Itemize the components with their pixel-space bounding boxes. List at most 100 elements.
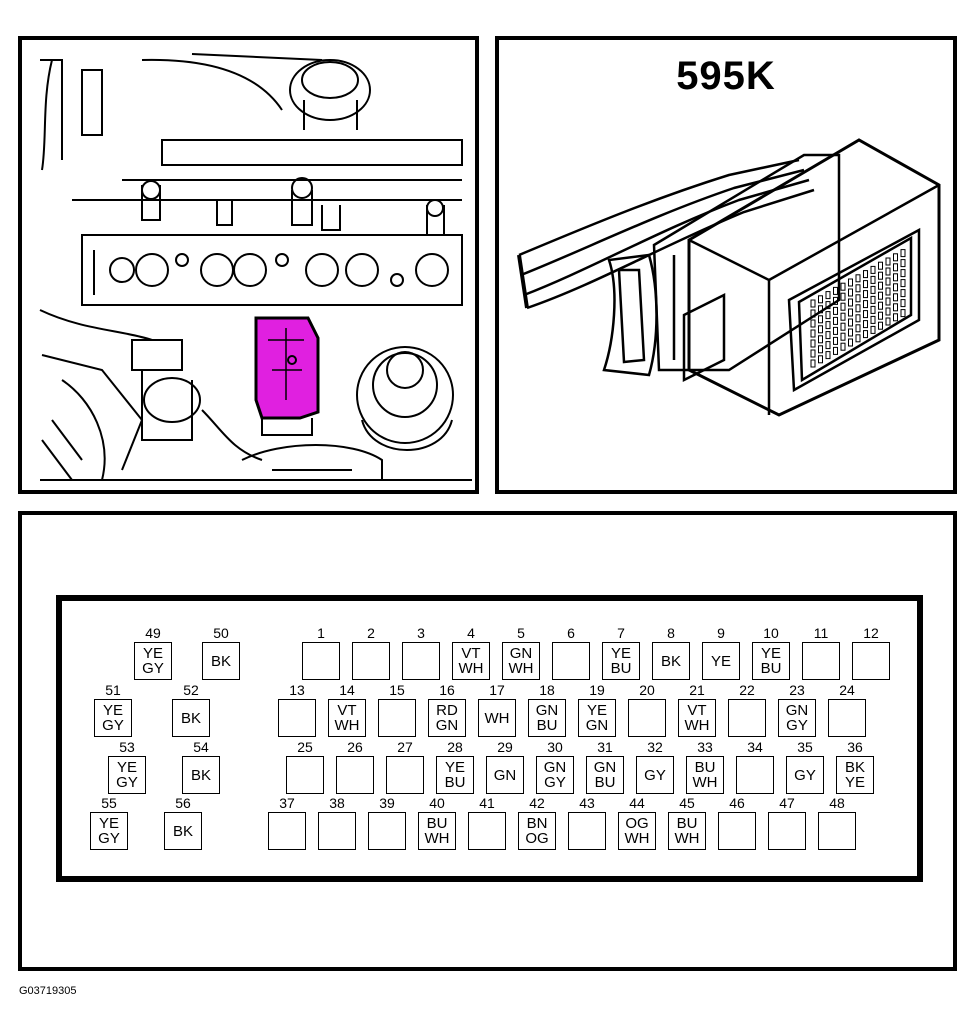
connector-illustration [517,138,941,417]
pin-cavity [268,812,306,850]
wire-color-code: YE [142,645,163,662]
pin-number: 45 [679,795,695,811]
connector-pin-slot [818,315,823,324]
engine-illustration [39,53,472,481]
pin-number: 52 [183,682,199,698]
connector-pin-slot [878,311,883,320]
pin-number: 42 [529,795,545,811]
connector-pin-slot [885,257,891,266]
pin-number: 47 [779,795,795,811]
connector-pin-slot [848,308,853,317]
wire-color-code: YE [710,652,731,670]
wire-color-code: WH [334,717,360,734]
pin-number: 27 [397,739,413,755]
connector-pin-slot [878,261,883,270]
connector-face-frame [56,595,923,882]
wire-color-code: YE [102,702,123,719]
wire-color-code: YE [586,702,607,719]
connector-pin-slot [840,302,846,311]
pin-number: 30 [547,739,563,755]
pin-cavity [352,642,390,680]
wire-color-code: BU [676,815,698,832]
pin-cavity [852,642,890,680]
pin-cavity: YE [702,642,740,680]
pin-number: 7 [617,625,625,641]
pin-cavity [302,642,340,680]
connector-pin-slot [870,265,876,274]
pin-cavity: BK [172,699,210,737]
pin-number: 22 [739,682,755,698]
connector-pin-slot [825,321,831,330]
connector-pin-slot [900,269,906,278]
pin-cavity [278,699,316,737]
pin-number: 8 [667,625,675,641]
connector-pin-slot [885,287,891,296]
pin-number: 2 [367,625,375,641]
pin-cavity [378,699,416,737]
pin-number: 23 [789,682,805,698]
pin-number: 14 [339,682,355,698]
connector-pin-slot [878,321,883,330]
wire-color-code: BK [180,709,201,727]
wire-color-code: WH [458,660,484,677]
connector-pin-slot [863,320,868,329]
pin-number: 16 [439,682,455,698]
connector-pin-slot [885,267,891,276]
wire-color-code: GY [98,830,120,847]
pin-number: 38 [329,795,345,811]
pin-cavity: BK [652,642,690,680]
pin-number: 21 [689,682,705,698]
wire-color-code: YE [760,645,781,662]
connector-pin-slot [848,338,853,347]
connector-pin-slot [810,299,816,308]
connector-pin-slot [863,280,868,289]
pin-cavity: BK [182,756,220,794]
pin-number: 31 [597,739,613,755]
connector-pin-slot [848,328,853,337]
wire-color-code: RD [436,702,458,719]
wire-color-code: BU [536,717,558,734]
wire-color-code: GY [142,660,164,677]
connector-pin-slot [818,345,823,354]
pin-number: 15 [389,682,405,698]
wire-color-code: GY [644,766,666,784]
pin-number: 51 [105,682,121,698]
pin-number: 19 [589,682,605,698]
connector-pin-slot [825,341,831,350]
pin-number: 34 [747,739,763,755]
connector-pin-slot [833,306,838,315]
wire-color-code: WH [684,717,710,734]
pin-cavity: BK [202,642,240,680]
pin-number: 48 [829,795,845,811]
connector-pin-slot [893,303,898,312]
pin-number: 13 [289,682,305,698]
connector-panel: 595K [495,36,957,494]
wire-color-code: YE [444,759,465,776]
pin-number: 3 [417,625,425,641]
pin-number: 56 [175,795,191,811]
connector-pin-slot [855,294,861,303]
wire-color-code: WH [674,830,700,847]
pin-number: 29 [497,739,513,755]
wire-color-code: YE [98,815,119,832]
wire-color-code: GN [785,702,809,719]
pin-number: 40 [429,795,445,811]
pin-number: 55 [101,795,117,811]
connector-pin-slot [840,342,846,351]
wire-color-code: GY [544,774,566,791]
wire-color-code: OG [625,815,649,832]
wire-color-code: GY [102,717,124,734]
wire-color-code: BK [172,822,193,840]
pin-number: 24 [839,682,855,698]
connector-pin-slot [870,285,876,294]
connector-pin-slot [870,275,876,284]
